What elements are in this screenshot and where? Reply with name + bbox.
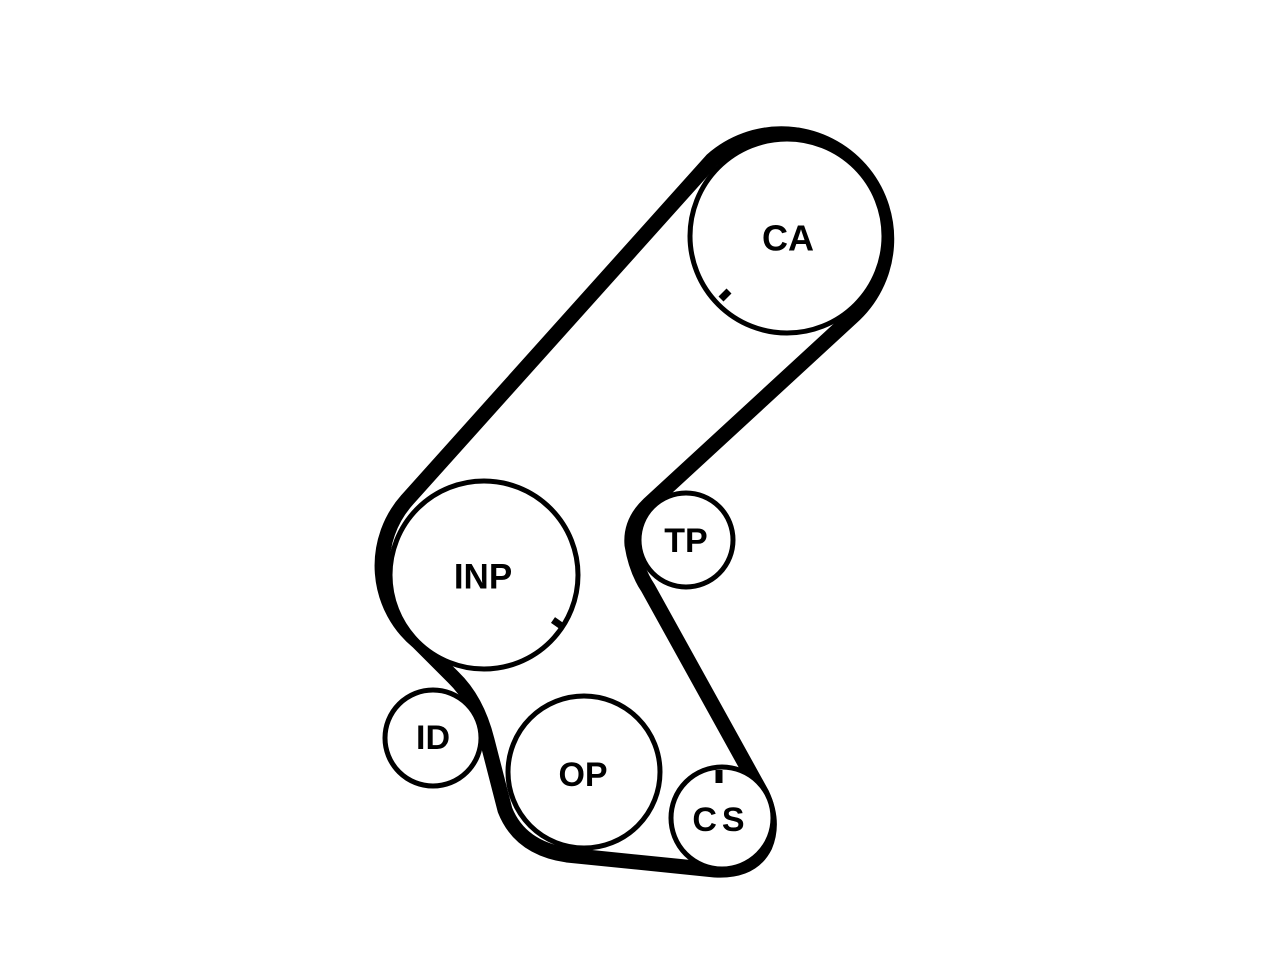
pulley-tp: TP: [636, 490, 736, 590]
pulley-cs-circle: [668, 764, 776, 872]
pulley-op-circle: [505, 693, 663, 851]
pulley-tp-label: TP: [664, 522, 707, 560]
pulley-ca: CA: [687, 136, 887, 336]
pulley-cs: CS: [668, 764, 776, 872]
pulley-op: OP: [505, 693, 663, 851]
pulley-ca-timing-mark: [718, 288, 732, 302]
pulley-inp-circle: [387, 478, 581, 672]
pulley-ca-circle: [687, 136, 887, 336]
pulley-inp-timing-mark: [550, 617, 566, 630]
pulley-id-circle: [382, 687, 484, 789]
pulley-inp: INP: [387, 478, 581, 672]
pulley-cs-label: CS: [692, 801, 749, 839]
pulley-id-label: ID: [416, 719, 450, 757]
pulley-inp-label: INP: [454, 558, 512, 597]
pulley-id: ID: [382, 687, 484, 789]
pulley-op-label: OP: [558, 756, 607, 794]
pulley-ca-label: CA: [762, 218, 814, 259]
pulley-tp-circle: [636, 490, 736, 590]
